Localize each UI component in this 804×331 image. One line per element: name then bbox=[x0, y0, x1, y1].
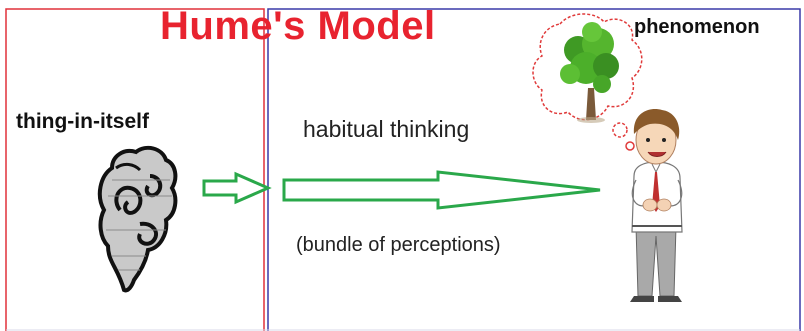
thing-in-itself-label: thing-in-itself bbox=[16, 110, 149, 134]
swirling-cloud-icon bbox=[100, 148, 176, 291]
habitual-thinking-arrow bbox=[284, 172, 600, 208]
diagram-title: Hume's Model bbox=[160, 4, 436, 49]
phenomenon-label: phenomenon bbox=[634, 16, 760, 39]
small-arrow bbox=[204, 174, 268, 202]
habitual-thinking-label: habitual thinking bbox=[303, 116, 469, 143]
person-icon bbox=[630, 109, 682, 302]
bundle-of-perceptions-label: (bundle of perceptions) bbox=[296, 234, 501, 257]
right-frame bbox=[268, 9, 800, 331]
